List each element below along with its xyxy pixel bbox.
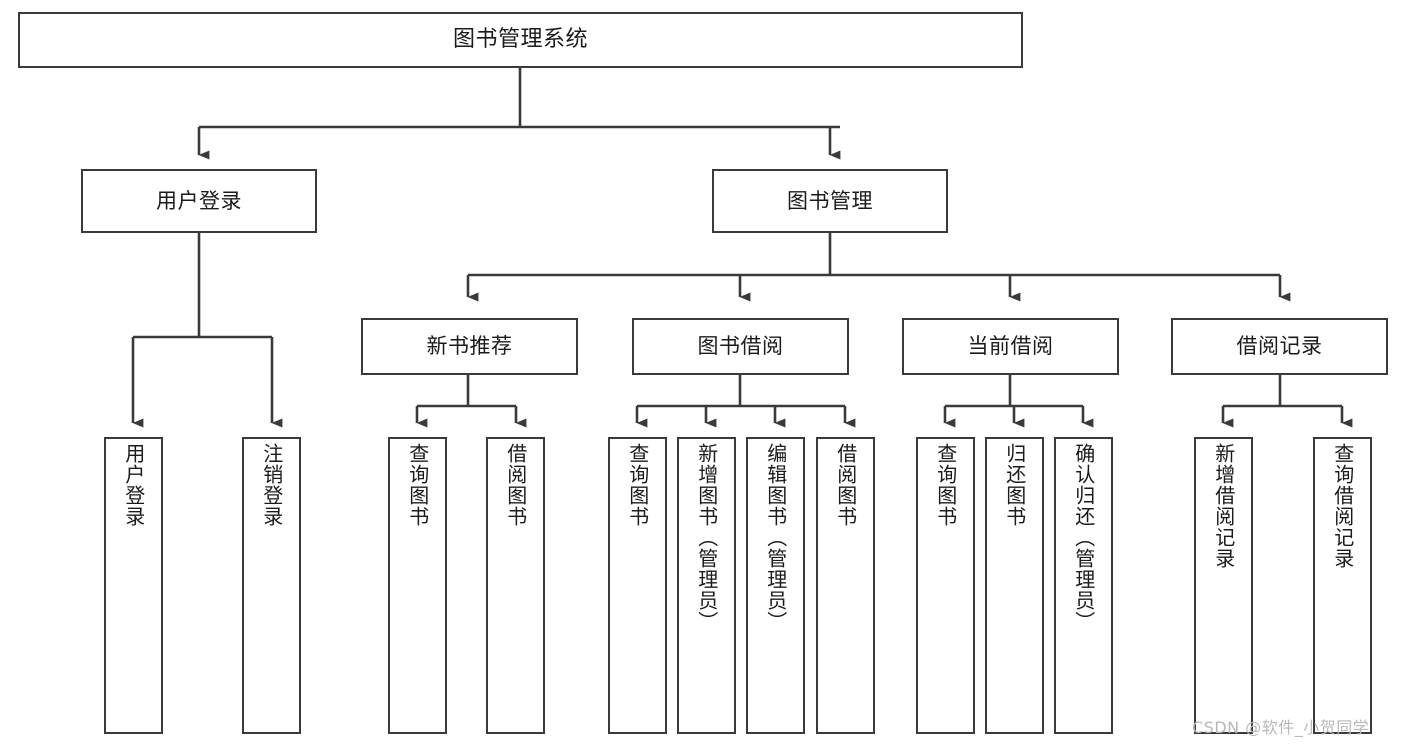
node-label: 借阅记录 — [1236, 334, 1323, 359]
node-label: 查询图书 — [405, 443, 430, 527]
leaf-recommend-query-book[interactable]: 查询图书 — [388, 437, 447, 734]
node-label: 查询借阅记录 — [1330, 443, 1355, 569]
leaf-current-query-book[interactable]: 查询图书 — [916, 437, 975, 734]
node-label: 当前借阅 — [967, 334, 1054, 359]
node-label: 归还图书 — [1002, 443, 1027, 527]
node-label: 图书借阅 — [697, 334, 784, 359]
leaf-borrow-query-book[interactable]: 查询图书 — [608, 437, 667, 734]
node-label: 查询图书 — [933, 443, 958, 527]
node-label: 借阅图书 — [833, 443, 858, 527]
node-label: 用户登录 — [121, 443, 146, 527]
leaf-borrow-edit-book-admin[interactable]: 编辑图书（管理员） — [746, 437, 805, 734]
node-label: 新书推荐 — [426, 334, 513, 359]
node-current-borrow[interactable]: 当前借阅 — [902, 318, 1119, 375]
leaf-borrow-add-book-admin[interactable]: 新增图书（管理员） — [677, 437, 736, 734]
node-label: 新增图书（管理员） — [694, 443, 719, 632]
node-label: 图书管理系统 — [452, 27, 588, 53]
leaf-records-query-record[interactable]: 查询借阅记录 — [1313, 437, 1372, 734]
node-label: 确认归还（管理员） — [1071, 443, 1096, 632]
node-new-book-recommend[interactable]: 新书推荐 — [361, 318, 578, 375]
leaf-user-login-signout[interactable]: 注销登录 — [242, 437, 301, 734]
node-book-borrow[interactable]: 图书借阅 — [632, 318, 849, 375]
node-label: 用户登录 — [156, 188, 242, 213]
node-label: 借阅图书 — [503, 443, 528, 527]
leaf-current-return-book[interactable]: 归还图书 — [985, 437, 1044, 734]
leaf-records-add-record[interactable]: 新增借阅记录 — [1194, 437, 1253, 734]
node-label: 注销登录 — [259, 443, 284, 527]
node-root-system[interactable]: 图书管理系统 — [18, 12, 1023, 68]
node-label: 查询图书 — [625, 443, 650, 527]
leaf-recommend-borrow-book[interactable]: 借阅图书 — [486, 437, 545, 734]
node-label: 新增借阅记录 — [1211, 443, 1236, 569]
node-user-login[interactable]: 用户登录 — [81, 169, 317, 233]
node-book-management[interactable]: 图书管理 — [712, 169, 948, 233]
leaf-borrow-borrow-book[interactable]: 借阅图书 — [816, 437, 875, 734]
node-label: 图书管理 — [787, 188, 873, 213]
watermark-text: CSDN @软件_小贺同学 — [1192, 718, 1370, 737]
node-label: 编辑图书（管理员） — [763, 443, 788, 632]
node-borrow-records[interactable]: 借阅记录 — [1171, 318, 1388, 375]
leaf-user-login-signin[interactable]: 用户登录 — [104, 437, 163, 734]
leaf-current-confirm-return-admin[interactable]: 确认归还（管理员） — [1054, 437, 1113, 734]
